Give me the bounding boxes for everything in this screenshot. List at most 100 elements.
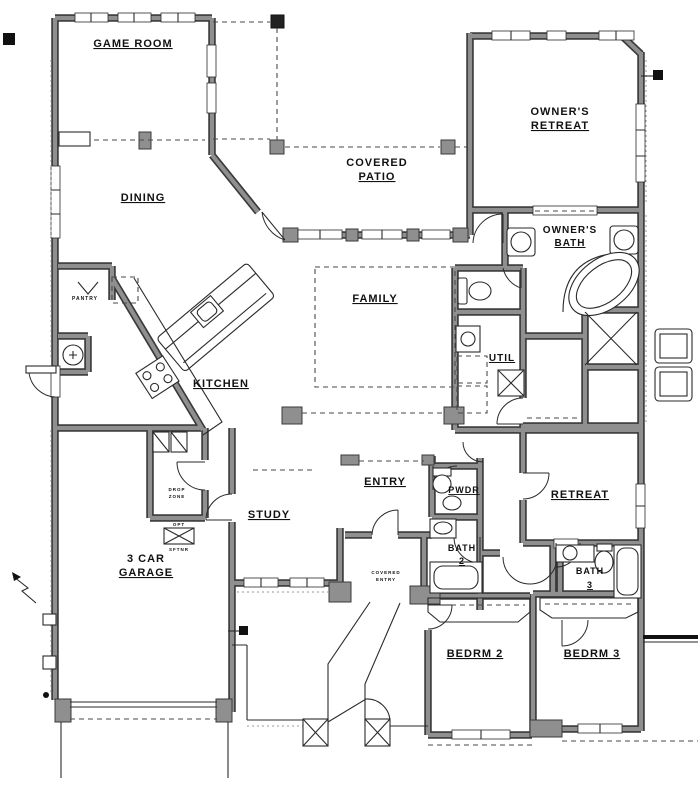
kitchen-counter [133,277,223,436]
porch-edge [232,644,428,727]
cooktop [135,355,180,400]
garage-door-header [70,701,217,708]
windows [50,12,646,740]
owners-tub [568,251,640,317]
dryer [456,385,488,414]
garage-door-jamb [54,698,72,723]
front-door [371,509,399,536]
patio-post [440,139,456,155]
room-label-bath3-2: 3 [587,580,593,590]
tub-inner [433,565,479,590]
toilet-tank [596,543,613,552]
driveway-edge [60,722,229,778]
room-label-pantry: PANTRY [72,296,98,302]
patio-post [269,139,285,155]
walkway-step [327,698,391,723]
entry-jamb [340,454,360,466]
toilet [468,281,492,301]
shower-glass [584,311,638,366]
room-label-drop-zone-2: ZONE [169,494,186,499]
patio-roof-line [213,21,468,148]
room-label-kitchen: KITCHEN [193,378,249,390]
toilet [594,550,614,574]
side-door-swing [28,372,56,398]
room-label-owners-retreat-1: OWNER'S [530,106,589,118]
room-label-bath2-1: BATH [448,543,476,553]
tub [613,544,642,599]
porch-column [302,718,329,747]
bedrm3-door [561,619,589,647]
room-label-bedrm3: BEDRM 3 [564,648,621,660]
pantry-door-chevron [77,281,99,295]
family-post [281,406,303,425]
window [50,165,61,239]
toilet [432,474,452,494]
section-markers [3,33,663,635]
bedrm3-closet [539,597,639,619]
room-label-bath3-1: BATH [576,566,604,576]
toilet-tank [457,277,468,305]
room-label-drop-zone-1: DROP [168,487,185,492]
util-sink-counter [455,325,481,353]
gameroom-cabinet [58,131,91,147]
dashed-lines [50,21,698,746]
room-label-covered-entry-1: COVERED [371,570,400,575]
ac-pad [654,328,693,364]
tub-inner [616,547,639,596]
wall-post [282,227,299,243]
doors [25,211,589,647]
room-label-covered-entry-2: ENTRY [376,577,396,582]
util-door [496,397,524,425]
room-label-bedrm2: BEDRM 2 [447,648,504,660]
room-label-entry: ENTRY [364,476,406,488]
room-label-dining: DINING [121,192,166,204]
water-heater-mark [69,351,77,359]
tub [429,561,483,594]
refrigerator [111,276,139,304]
wall-post [345,228,359,242]
window [546,30,567,41]
util-floor-box [497,369,525,397]
hall-double-doors [502,556,558,585]
window [206,82,217,114]
room-label-game-room: GAME ROOM [93,38,172,50]
util-sink [460,331,476,347]
bedrm2-closet [427,597,531,623]
window [635,103,646,183]
family-post [443,406,465,425]
retreat-door [522,472,550,500]
dropzone-door [176,461,206,491]
hall-door [462,441,484,463]
patio-door [261,211,286,241]
walls [51,14,645,739]
room-label-owners-bath-2: BATH [554,238,585,249]
room-labels: GAME ROOM DINING COVERED PATIO OWNER'S R… [72,38,621,660]
walkway [327,601,401,726]
washer [456,355,488,384]
garage-door-swing [205,493,233,521]
room-label-retreat: RETREAT [551,489,609,501]
bedrm2-door [427,604,453,630]
sink [613,229,635,251]
closet-shelf [433,417,633,606]
label-softener-2: SFTNR [169,547,189,552]
window [421,229,451,240]
fixtures [58,131,642,623]
softener-box [163,527,195,545]
room-label-covered-patio-1: COVERED [346,157,407,169]
front-wall-jog [529,719,563,738]
sink [442,495,462,511]
entry-jamb [421,454,435,466]
room-label-pwdr: PWDR [448,485,480,495]
wc-door [502,267,522,289]
wall-stipple [50,60,647,727]
porch-column [364,718,391,747]
family-tray-ceiling [314,266,456,388]
sink [562,545,578,561]
sink [510,231,532,253]
room-label-bath2-2: 2 [459,556,465,566]
garage-door-jamb [215,698,233,723]
room-label-garage-1: 3 CAR [127,553,165,565]
ac-pad [654,366,693,402]
